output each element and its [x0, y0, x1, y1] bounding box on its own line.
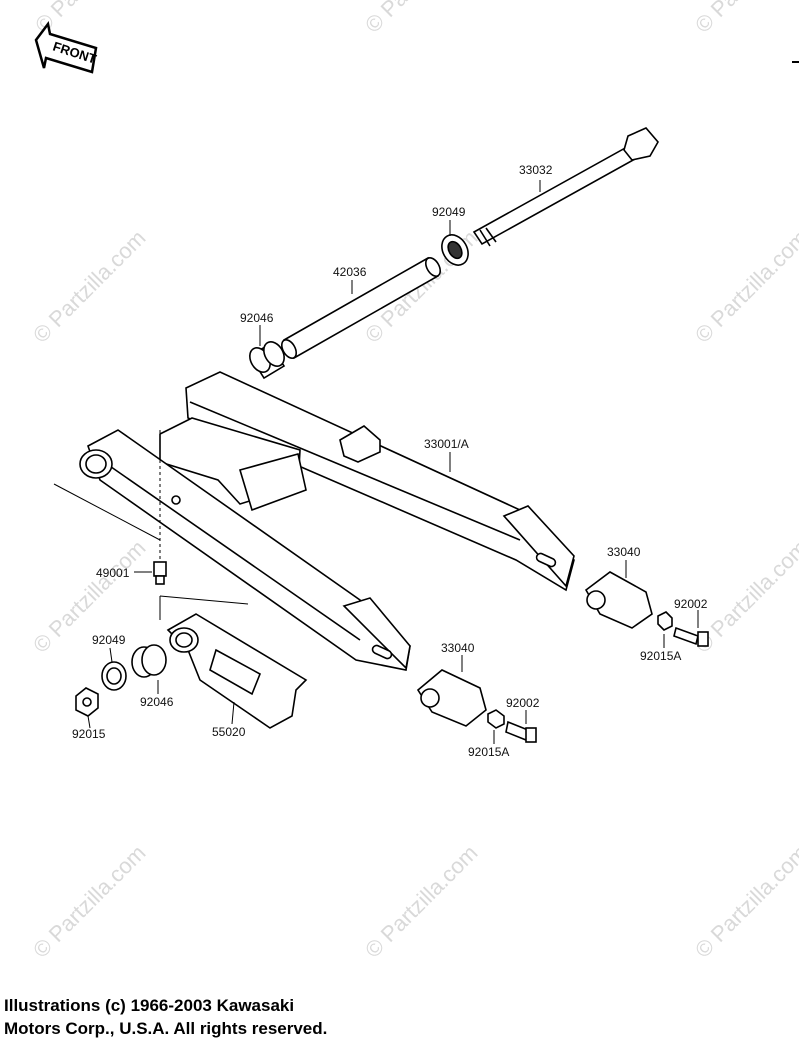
nut-92015A-mid — [487, 709, 505, 729]
nut-92015A-right — [657, 611, 673, 631]
part-label: 92002 — [506, 696, 540, 710]
part-label: 49001 — [96, 566, 130, 580]
swingarm-33001A — [79, 371, 575, 671]
seal-92049-top — [441, 234, 469, 266]
copyright-line-2: Motors Corp., U.S.A. All rights reserved… — [4, 1019, 328, 1038]
part-label: 92046 — [140, 695, 174, 709]
part-label: 92015 — [72, 727, 106, 741]
leader-lines — [87, 180, 699, 744]
part-label: 33040 — [607, 545, 641, 559]
bolt-92002-mid — [505, 720, 537, 743]
part-label: 42036 — [333, 265, 367, 279]
nut-92015 — [75, 687, 99, 717]
part-label: 33001/A — [424, 437, 469, 451]
front-arrow-icon: FRONT — [34, 21, 98, 74]
chain-guide-55020 — [166, 613, 308, 729]
chain-adjuster-33040-right — [584, 571, 653, 629]
bearing-92046-top — [248, 341, 286, 380]
alignment-lines — [53, 430, 249, 620]
pivot-shaft-33032 — [472, 127, 659, 247]
copyright-line-1: Illustrations (c) 1966-2003 Kawasaki — [4, 996, 295, 1015]
part-label: 92049 — [432, 205, 466, 219]
chain-adjuster-33040-mid — [416, 669, 487, 727]
sleeve-42036 — [280, 256, 442, 360]
part-label: 33040 — [441, 641, 475, 655]
part-label: 92046 — [240, 311, 274, 325]
part-label: 92015A — [468, 745, 509, 759]
part-label: 55020 — [212, 725, 246, 739]
part-label: 92015A — [640, 649, 681, 663]
part-label: 92049 — [92, 633, 126, 647]
bearing-92046-left — [131, 644, 167, 678]
grease-fitting-49001 — [153, 561, 167, 585]
seal-92049-left — [101, 661, 127, 691]
bolt-92002-right — [673, 626, 709, 647]
part-label: 92002 — [674, 597, 708, 611]
part-label: 33032 — [519, 163, 553, 177]
